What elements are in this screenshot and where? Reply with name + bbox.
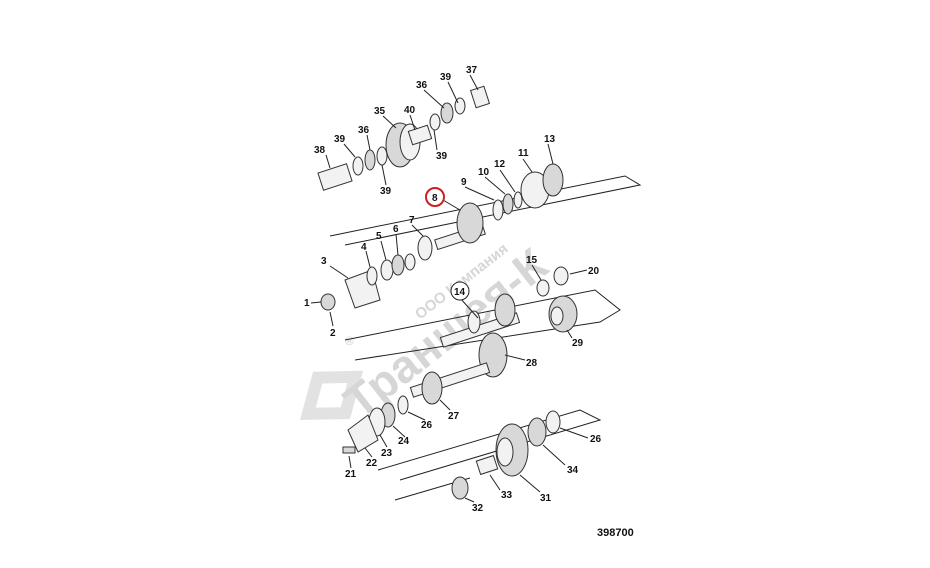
watermark-chevron-logo	[300, 370, 364, 420]
part-6-bearing	[391, 254, 405, 276]
callout-32: 32	[472, 503, 484, 514]
callout-14: 14	[454, 287, 466, 298]
callout-8: 8	[432, 193, 438, 204]
callout-7: 7	[409, 215, 415, 226]
callout-9: 9	[461, 177, 467, 188]
callout-31: 31	[540, 493, 552, 504]
callout-27: 27	[448, 411, 460, 422]
part-12-ring	[513, 191, 523, 209]
part-6-bearing-b	[404, 253, 416, 271]
part-34-gear	[527, 417, 547, 447]
callout-23: 23	[381, 448, 393, 459]
callout-20: 20	[588, 266, 600, 277]
part-20-ring	[553, 266, 569, 286]
part-31-gear-hub	[496, 437, 514, 467]
callout-33: 33	[501, 490, 513, 501]
part-15-ring	[536, 279, 550, 297]
callout-39: 39	[440, 72, 452, 83]
part-13-gear	[542, 163, 564, 197]
part-39-washer	[352, 156, 364, 176]
callout-34: 34	[567, 465, 579, 476]
callout-4: 4	[361, 242, 367, 253]
callout-29: 29	[572, 338, 584, 349]
part-39-washer-c	[429, 113, 441, 131]
watermark-brand-text: Траншея-К	[334, 237, 557, 428]
callout-12: 12	[494, 159, 506, 170]
part-40-shaft	[407, 124, 433, 146]
callout-37: 37	[466, 65, 478, 76]
part-36-bearing-b	[440, 102, 454, 124]
callout-38: 38	[314, 145, 326, 156]
callout-6: 6	[393, 224, 399, 235]
part-27-gear	[421, 371, 443, 405]
callout-5: 5	[376, 231, 382, 242]
part-8-gear	[456, 202, 484, 244]
callout-1: 1	[304, 298, 310, 309]
watermark-registered-mark: ®	[345, 334, 354, 348]
mid-shaft-group	[342, 266, 578, 454]
callout-15: 15	[526, 255, 538, 266]
part-4-seal	[366, 266, 378, 286]
part-37-sleeve	[469, 85, 491, 109]
part-22-cover	[347, 414, 379, 453]
callout-24: 24	[398, 436, 410, 447]
lower-gear-group	[451, 410, 561, 500]
callout-13: 13	[544, 134, 556, 145]
part-26-ring	[397, 395, 409, 415]
part-39-washer-b	[376, 146, 388, 166]
callout-2: 2	[330, 328, 336, 339]
part-33-bushing	[475, 454, 499, 476]
part-9-ring	[492, 199, 504, 221]
part-36-bearing	[364, 149, 376, 171]
callout-26: 26	[421, 420, 433, 431]
part-32-bearing	[451, 476, 469, 500]
part-7-ring	[417, 235, 433, 261]
callout-21: 21	[345, 469, 357, 480]
callout-35: 35	[374, 106, 386, 117]
upper-shaft-group	[320, 163, 564, 311]
callout-28: 28	[526, 358, 538, 369]
part-21-screw	[342, 446, 356, 454]
callout-36: 36	[416, 80, 428, 91]
watermark: Траншея-К ООО Компания ®	[300, 237, 558, 428]
callout-11: 11	[518, 148, 529, 159]
highlight-ring-part-8	[425, 187, 445, 207]
callout-39-d: 39	[380, 186, 392, 197]
leader-lines	[310, 74, 589, 503]
part-1-bolt	[320, 293, 336, 311]
callout-26-b: 26	[590, 434, 602, 445]
callout-40: 40	[404, 105, 416, 116]
part-14-gear	[494, 293, 516, 327]
callout-labels: 37 39 36 40 35 39 36 38 39 39 13 11 12 1…	[304, 65, 602, 514]
callout-39-c: 39	[334, 134, 346, 145]
part-38-pin	[317, 163, 353, 191]
part-29-gear-hub	[550, 306, 564, 326]
callout-10: 10	[478, 167, 490, 178]
part-5-ring	[380, 259, 394, 281]
callout-39-b: 39	[436, 151, 448, 162]
callout-14-circle	[450, 281, 470, 301]
part-26-ring-b	[545, 410, 561, 434]
callout-22: 22	[366, 458, 378, 469]
callout-3: 3	[321, 256, 327, 267]
callout-36-b: 36	[358, 125, 370, 136]
part-10-bearing	[502, 193, 514, 215]
reference-number: 398700	[597, 527, 634, 539]
